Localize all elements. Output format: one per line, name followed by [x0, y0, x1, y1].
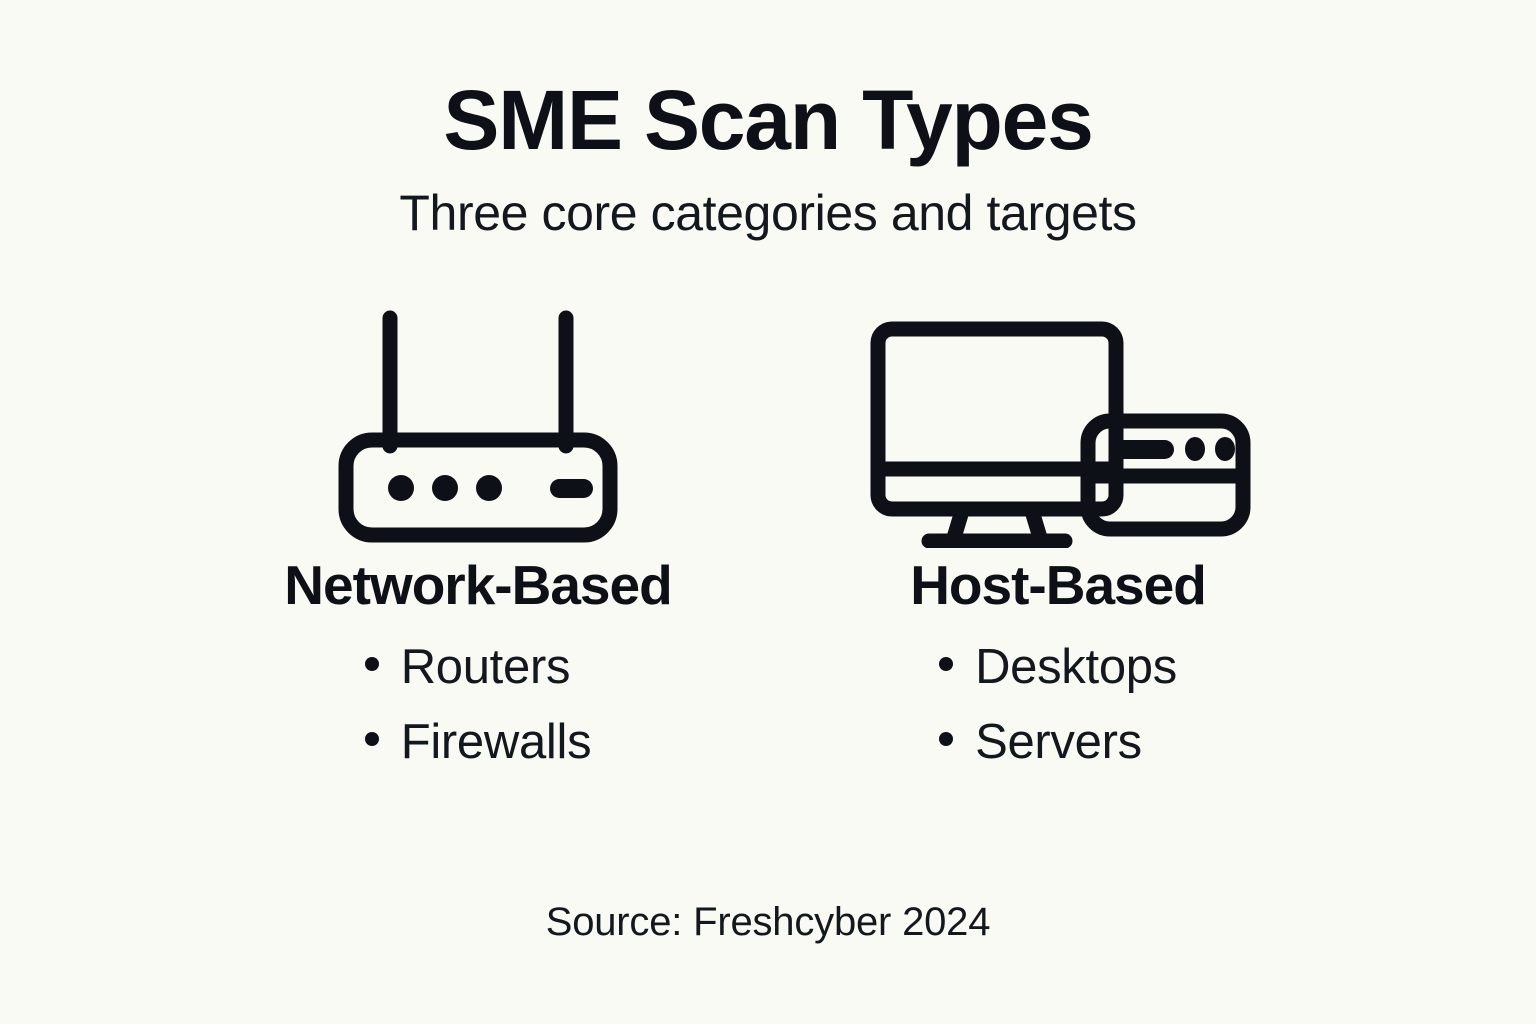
list-item-label: Servers	[975, 715, 1142, 769]
category-host-based: Host-Based Desktops Servers	[788, 298, 1328, 793]
list-item: Servers	[939, 718, 1177, 767]
category-list-network-based: Routers Firewalls	[364, 640, 592, 793]
page-title: SME Scan Types	[443, 73, 1093, 167]
list-item-label: Routers	[400, 640, 571, 694]
category-title-host-based: Host-Based	[910, 554, 1207, 616]
list-item: Routers	[364, 640, 592, 694]
list-item-label: Desktops	[975, 640, 1177, 694]
bullet-dot-icon	[364, 732, 379, 746]
page-subtitle: Three core categories and targets	[399, 185, 1137, 241]
list-item: Firewalls	[364, 715, 592, 769]
category-columns: Network-Based Routers Firewalls	[0, 298, 1536, 793]
category-network-based: Network-Based Routers Firewalls	[208, 298, 748, 793]
bullet-dot-icon	[364, 657, 379, 671]
source-attribution: Source: Freshcyber 2024	[545, 900, 991, 944]
list-item-label: Firewalls	[400, 715, 592, 769]
desktop-server-icon	[858, 298, 1258, 548]
category-title-network-based: Network-Based	[284, 554, 672, 616]
bullet-dot-icon	[939, 657, 954, 671]
bullet-dot-icon	[939, 732, 954, 746]
category-list-host-based: Desktops Servers	[939, 643, 1177, 793]
router-icon	[328, 298, 628, 548]
list-item: Desktops	[939, 643, 1177, 692]
